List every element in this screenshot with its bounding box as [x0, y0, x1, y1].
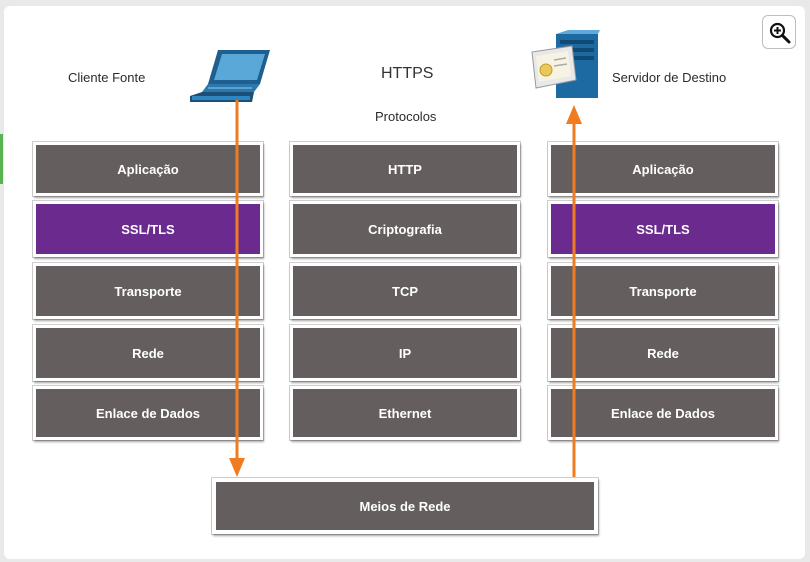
protocol-ethernet: Ethernet [290, 386, 520, 440]
protocol-encryption: Criptografia [290, 201, 520, 257]
right-layer-application: Aplicação [548, 142, 778, 196]
right-layer-data-link: Enlace de Dados [548, 386, 778, 440]
accent-bar [0, 134, 3, 184]
server-label: Servidor de Destino [612, 70, 727, 85]
right-layer-transport: Transporte [548, 263, 778, 319]
right-layer-ssl-tls: SSL/TLS [548, 201, 778, 257]
protocols-label: Protocolos [375, 109, 437, 124]
left-layer-application: Aplicação [33, 142, 263, 196]
zoom-button[interactable] [762, 15, 796, 49]
client-label: Cliente Fonte [68, 70, 146, 85]
left-layer-network: Rede [33, 325, 263, 381]
protocol-ip: IP [290, 325, 520, 381]
left-layer-data-link: Enlace de Dados [33, 386, 263, 440]
left-layer-ssl-tls: SSL/TLS [33, 201, 263, 257]
protocol-http: HTTP [290, 142, 520, 196]
right-layer-network: Rede [548, 325, 778, 381]
diagram-title: HTTPS [381, 65, 434, 82]
network-media-box: Meios de Rede [212, 478, 598, 534]
protocol-tcp: TCP [290, 263, 520, 319]
left-layer-transport: Transporte [33, 263, 263, 319]
zoom-in-icon [769, 22, 791, 44]
